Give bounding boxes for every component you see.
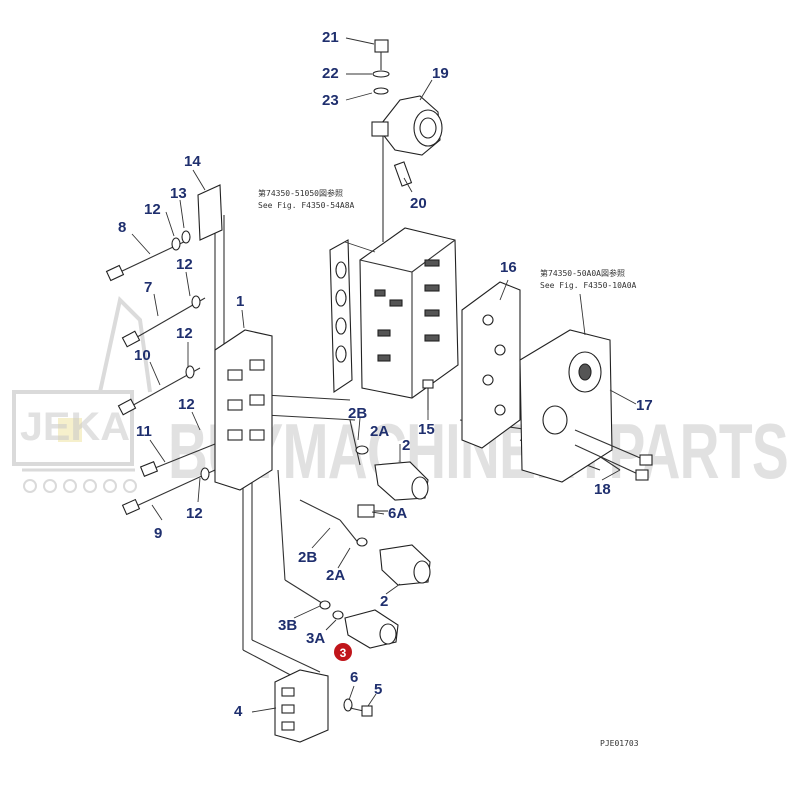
bracket-14 xyxy=(197,184,223,241)
bolt-21 xyxy=(372,39,390,95)
bolt-7 xyxy=(121,295,206,348)
gasket xyxy=(329,239,353,394)
reference-notes: 第74350-51050図参照 See Fig. F4350-54A8A 第74… xyxy=(258,188,639,748)
note-right-line1: 第74350-50A0A図参照 xyxy=(540,268,625,278)
bolt-11 xyxy=(139,439,226,477)
leader-lines xyxy=(131,37,637,713)
callout-20: 20 xyxy=(410,195,427,212)
valve-body xyxy=(359,227,459,399)
callout-12-d: 12 xyxy=(178,396,195,413)
connector-6a xyxy=(357,504,388,518)
callout-8: 8 xyxy=(118,219,126,236)
callout-2A-a: 2A xyxy=(370,423,389,440)
watermark-logo-text: JEKA xyxy=(20,405,130,449)
solenoid-valve-2b xyxy=(356,537,431,586)
solenoid-19 xyxy=(371,95,443,156)
bracket-1 xyxy=(214,329,273,491)
callout-3B: 3B xyxy=(278,617,297,634)
callout-9: 9 xyxy=(154,525,162,542)
plate-16 xyxy=(461,281,521,449)
callout-3: 3 xyxy=(340,646,347,660)
bolt-9 xyxy=(121,467,216,516)
cover-17 xyxy=(519,329,613,483)
callout-labels: 21 22 23 19 20 14 13 12 8 12 7 12 1 10 1… xyxy=(118,29,653,720)
bolt-5 xyxy=(349,705,373,717)
callout-2B-b: 2B xyxy=(298,549,317,566)
callout-3A: 3A xyxy=(306,630,325,647)
callout-6: 6 xyxy=(350,669,358,686)
callout-22: 22 xyxy=(322,65,339,82)
callout-1: 1 xyxy=(236,293,244,310)
callout-6A: 6A xyxy=(388,505,407,522)
highlight-marker xyxy=(334,643,352,661)
solenoid-valve-2a xyxy=(355,445,429,501)
bracket-4 xyxy=(274,669,329,743)
callout-13: 13 xyxy=(170,185,187,202)
bolt-15 xyxy=(422,379,434,410)
callout-15: 15 xyxy=(418,421,435,438)
callout-18: 18 xyxy=(594,481,611,498)
callout-10: 10 xyxy=(134,347,151,364)
callout-5: 5 xyxy=(374,681,382,698)
callout-7: 7 xyxy=(144,279,152,296)
callout-4: 4 xyxy=(234,703,243,720)
callout-11: 11 xyxy=(136,423,152,440)
callout-2A-b: 2A xyxy=(326,567,345,584)
callout-19: 19 xyxy=(432,65,449,82)
washer-6 xyxy=(343,698,353,712)
callout-2-b: 2 xyxy=(380,593,388,610)
callout-12-b: 12 xyxy=(176,256,193,273)
callout-17: 17 xyxy=(636,397,653,414)
bolt-10 xyxy=(117,365,201,416)
callout-2-a: 2 xyxy=(402,437,410,454)
note-top-line2: See Fig. F4350-54A8A xyxy=(258,201,355,210)
watermark-logo xyxy=(12,295,152,493)
callout-14: 14 xyxy=(184,153,201,170)
callout-12-e: 12 xyxy=(186,505,203,522)
bolts-18 xyxy=(574,429,653,481)
callout-12-a: 12 xyxy=(144,201,161,218)
note-right-line2: See Fig. F4350-10A0A xyxy=(540,281,637,290)
callout-21: 21 xyxy=(322,29,339,46)
note-top-line1: 第74350-51050図参照 xyxy=(258,188,343,198)
callout-12-c: 12 xyxy=(176,325,193,342)
plug-20 xyxy=(393,161,413,187)
callout-16: 16 xyxy=(500,259,517,276)
callout-2B-a: 2B xyxy=(348,405,367,422)
solenoid-valve-3 xyxy=(319,600,399,649)
bolt-8 xyxy=(105,230,191,282)
callout-23: 23 xyxy=(322,92,339,109)
figure-code: PJE01703 xyxy=(600,739,639,748)
